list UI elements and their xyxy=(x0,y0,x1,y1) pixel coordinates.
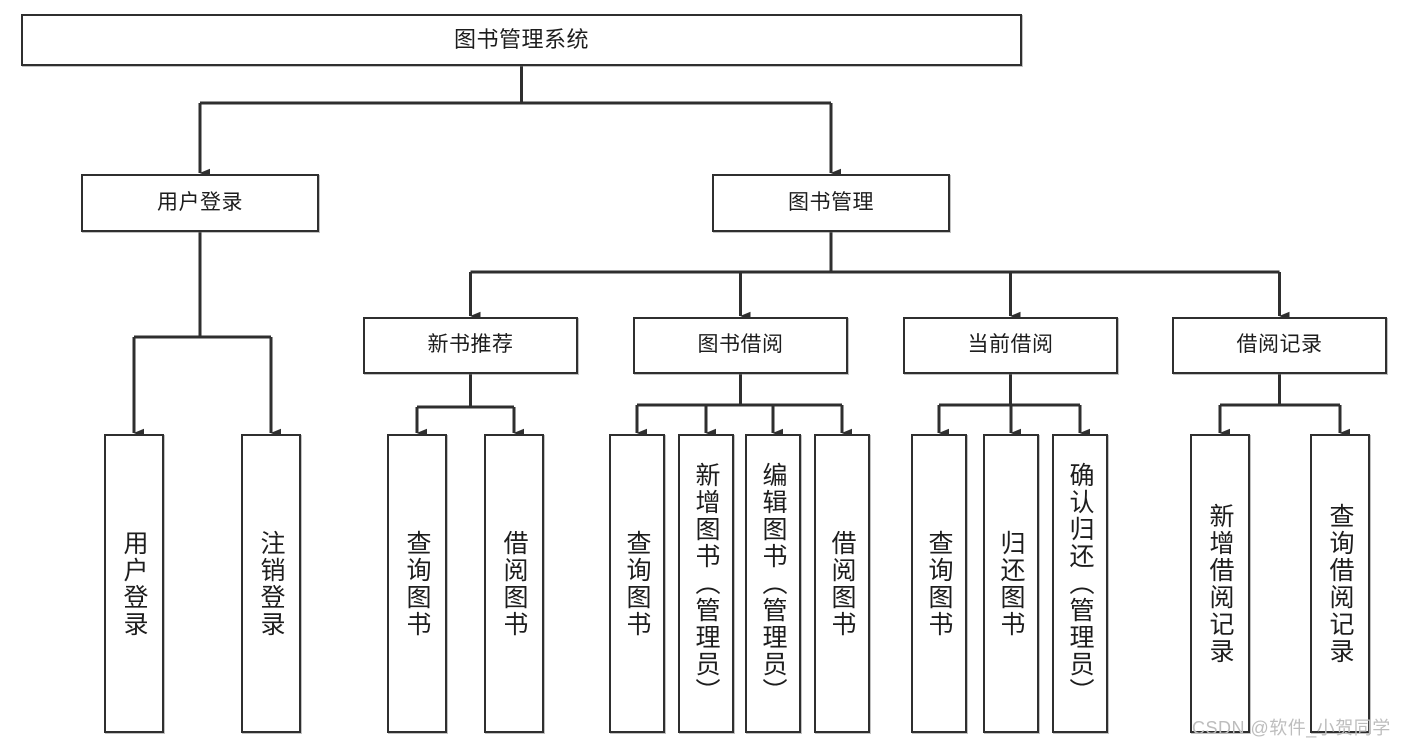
node-label: 查询图书 xyxy=(623,529,651,638)
node-label: 归还图书 xyxy=(997,529,1025,638)
node-label: 图书管理系统 xyxy=(453,27,589,53)
node-label: 借阅图书 xyxy=(500,529,528,638)
node-book_borrow[interactable]: 图书借阅 xyxy=(633,317,848,374)
node-leaf_confirm_return[interactable]: 确认归还（管理员） xyxy=(1052,434,1108,733)
node-leaf_return_book[interactable]: 归还图书 xyxy=(983,434,1039,733)
node-label: 查询借阅记录 xyxy=(1326,502,1354,665)
node-label: 借阅记录 xyxy=(1236,333,1323,357)
connector-elbow-root xyxy=(198,66,842,178)
node-leaf_query_record[interactable]: 查询借阅记录 xyxy=(1310,434,1370,733)
watermark: CSDN @软件_小贺同学 xyxy=(1192,718,1391,738)
node-leaf_query_book_1[interactable]: 查询图书 xyxy=(387,434,447,733)
node-leaf_user_logout[interactable]: 注销登录 xyxy=(241,434,301,733)
connector-elbow-book-borrow xyxy=(635,374,853,438)
node-new_book_rec[interactable]: 新书推荐 xyxy=(363,317,578,374)
node-label: 当前借阅 xyxy=(967,333,1054,357)
node-label: 图书借阅 xyxy=(697,333,784,357)
node-label: 新书推荐 xyxy=(427,333,514,357)
node-book_mgmt[interactable]: 图书管理 xyxy=(712,174,950,232)
node-leaf_borrow_book_1[interactable]: 借阅图书 xyxy=(484,434,544,733)
node-label: 编辑图书（管理员） xyxy=(759,462,787,705)
node-label: 注销登录 xyxy=(257,529,285,638)
connector-elbow-user-login xyxy=(132,232,282,438)
node-label: 查询图书 xyxy=(925,529,953,638)
node-label: 新增图书（管理员） xyxy=(692,462,720,705)
node-root[interactable]: 图书管理系统 xyxy=(21,14,1022,66)
node-label: 借阅图书 xyxy=(828,529,856,638)
node-label: 图书管理 xyxy=(788,190,874,214)
node-leaf_query_book_2[interactable]: 查询图书 xyxy=(609,434,665,733)
node-label: 确认归还（管理员） xyxy=(1066,462,1094,705)
connector-elbow-current-borrow xyxy=(937,374,1091,438)
node-leaf_add_book[interactable]: 新增图书（管理员） xyxy=(678,434,734,733)
node-current_borrow[interactable]: 当前借阅 xyxy=(903,317,1118,374)
node-leaf_query_book_3[interactable]: 查询图书 xyxy=(911,434,967,733)
node-leaf_borrow_book_2[interactable]: 借阅图书 xyxy=(814,434,870,733)
node-label: 用户登录 xyxy=(120,529,148,638)
node-borrow_record[interactable]: 借阅记录 xyxy=(1172,317,1387,374)
node-leaf_user_login[interactable]: 用户登录 xyxy=(104,434,164,733)
node-user_login[interactable]: 用户登录 xyxy=(81,174,319,232)
connector-elbow-book-mgmt xyxy=(469,232,1290,321)
node-label: 用户登录 xyxy=(157,190,243,214)
node-leaf_add_record[interactable]: 新增借阅记录 xyxy=(1190,434,1250,733)
node-label: 新增借阅记录 xyxy=(1206,502,1234,665)
connector-elbow-new-book-rec xyxy=(415,374,525,438)
node-label: 查询图书 xyxy=(403,529,431,638)
node-leaf_edit_book[interactable]: 编辑图书（管理员） xyxy=(745,434,801,733)
connector-elbow-borrow-record xyxy=(1218,374,1351,438)
